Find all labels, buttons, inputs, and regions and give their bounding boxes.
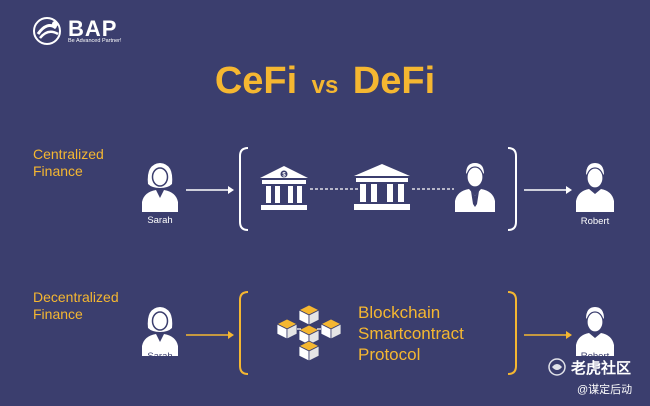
box-line1: Blockchain: [358, 303, 441, 322]
logo-name: BAP: [68, 16, 118, 41]
decentralized-label-line1: Decentralized: [33, 289, 119, 305]
centralized-receiver-name: Robert: [580, 216, 610, 227]
robert-person-icon: [576, 163, 614, 212]
title-vs: vs: [311, 72, 339, 99]
robert-person-icon: [576, 307, 614, 356]
decentralized-label-line2: Finance: [33, 306, 83, 322]
centralized-label-line2: Finance: [33, 163, 83, 179]
arrow-icon: [186, 331, 234, 339]
box-line3: Protocol: [358, 345, 421, 364]
centralized-sender-name: Sarah: [147, 215, 173, 226]
centralized-bracket: [239, 147, 517, 231]
decentralized-bracket: [239, 291, 517, 375]
page-title: CeFi vs DeFi: [0, 60, 650, 103]
logo-tagline: Be Advanced Partner!: [68, 38, 122, 44]
centralized-label-line1: Centralized: [33, 146, 104, 162]
sarah-person-icon: [142, 163, 178, 212]
decentralized-receiver-name: Robert: [580, 351, 610, 362]
box-line2: Smartcontract: [358, 324, 464, 343]
decentralized-sender-name: Sarah: [147, 351, 173, 362]
bank-icon: [354, 164, 410, 210]
banker-person-icon: [455, 163, 495, 212]
bap-logo-icon: [33, 17, 61, 45]
dashed-connector: [412, 188, 454, 190]
dashed-connector: [310, 188, 358, 190]
arrow-icon: [524, 186, 572, 194]
watermark-brand: 老虎社区: [571, 360, 632, 377]
decentralized-label: Decentralized Finance: [33, 289, 119, 323]
bank-dollar-icon: $: [260, 166, 308, 210]
blockchain-cubes-icon: [276, 304, 342, 362]
arrow-icon: [524, 331, 572, 339]
watermark-handle: @谋定后动: [577, 384, 633, 396]
title-cefi: CeFi: [214, 60, 298, 102]
centralized-label: Centralized Finance: [33, 146, 104, 180]
blockchain-text: Blockchain Smartcontract Protocol: [358, 302, 464, 365]
svg-text:$: $: [282, 173, 286, 179]
watermark-logo-icon: [548, 358, 566, 376]
title-defi: DeFi: [352, 60, 436, 102]
sarah-person-icon: [142, 307, 178, 356]
arrow-icon: [186, 186, 234, 194]
